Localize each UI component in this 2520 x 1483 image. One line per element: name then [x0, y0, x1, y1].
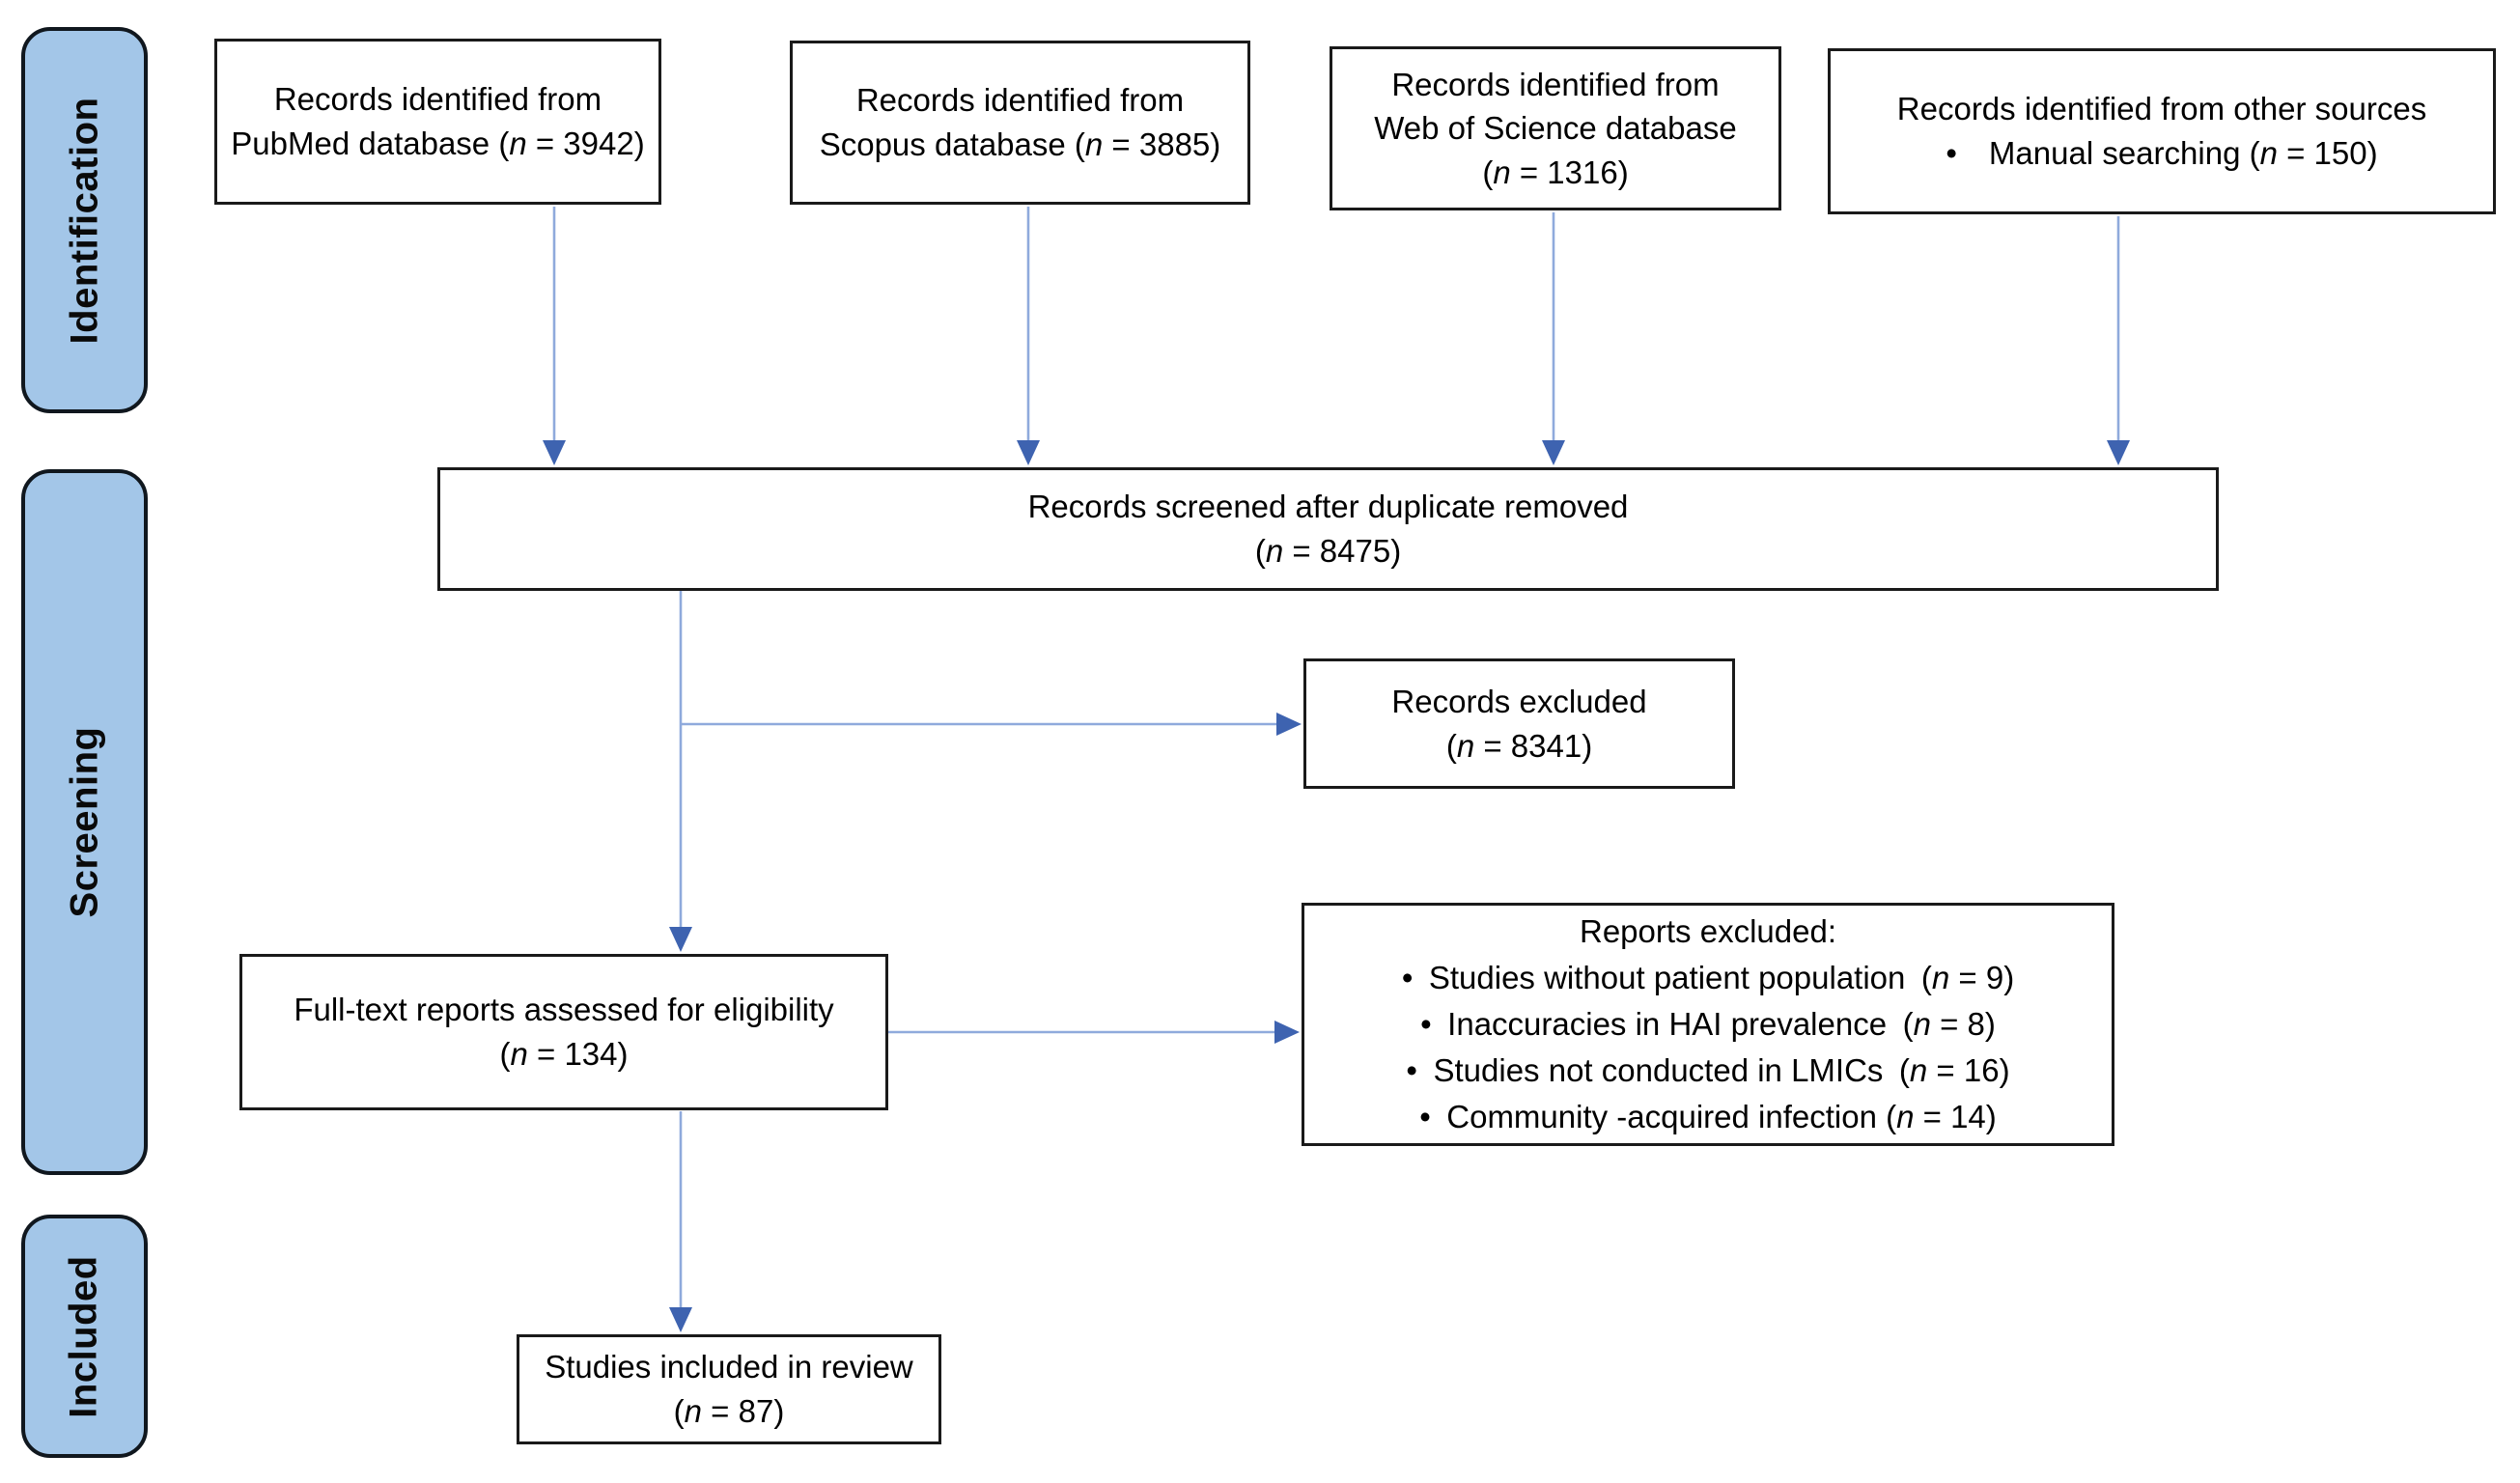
- box-text-line: Scopus database (n = 3885): [819, 126, 1221, 162]
- box-text-line: Full-text reports assessed for eligibili…: [294, 992, 834, 1028]
- stage-screening-label: Screening: [63, 726, 105, 918]
- box-text-line: Records identified from: [273, 81, 602, 118]
- box-text-line: • Inaccuracies in HAI prevalence (n = 8): [1420, 1006, 1996, 1043]
- box-studies-included: Studies included in review (n = 87): [517, 1334, 941, 1444]
- box-text-line: Records identified from: [855, 82, 1185, 119]
- box-text-line: • Manual searching (n = 150): [1946, 135, 2378, 171]
- stage-screening: Screening: [21, 469, 148, 1175]
- box-fulltext-assessed: Full-text reports assessed for eligibili…: [239, 954, 888, 1110]
- stage-included: Included: [21, 1215, 148, 1458]
- box-text-line: Reports excluded:: [1580, 913, 1836, 950]
- box-text-line: (n = 87): [673, 1393, 785, 1429]
- box-text-line: Records excluded: [1391, 683, 1647, 719]
- box-records-screened: Records screened after duplicate removed…: [437, 467, 2219, 591]
- box-text-line: PubMed database (n = 3942): [231, 126, 645, 161]
- box-reports-excluded: Reports excluded: • Studies without patie…: [1302, 903, 2114, 1146]
- stage-identification: Identification: [21, 27, 148, 413]
- box-text-line: • Studies not conducted in LMICs (n = 16…: [1406, 1051, 2010, 1088]
- box-text-line: (n = 8475): [1254, 533, 1402, 569]
- box-text-line: (n = 1316): [1482, 154, 1629, 190]
- box-text-line: • Studies without patient population (n …: [1401, 960, 2015, 996]
- box-records-other-sources: Records identified from other sources • M…: [1828, 48, 2496, 214]
- box-text-line: Records identified from other sources: [1896, 91, 2427, 127]
- box-text-line: (n = 134): [499, 1036, 629, 1072]
- box-text-line: Records identified from: [1391, 66, 1720, 102]
- box-text-line: • Community -acquired infection (n = 14): [1419, 1098, 1997, 1134]
- box-text-line: (n = 8341): [1445, 727, 1593, 764]
- stage-identification-label: Identification: [63, 97, 106, 344]
- stage-included-label: Included: [63, 1254, 106, 1418]
- box-text-line: Records screened after duplicate removed: [1027, 489, 1629, 525]
- box-text-line: Studies included in review: [545, 1349, 913, 1385]
- box-text-line: Web of Science database: [1374, 110, 1737, 147]
- box-records-excluded: Records excluded (n = 8341): [1303, 658, 1735, 789]
